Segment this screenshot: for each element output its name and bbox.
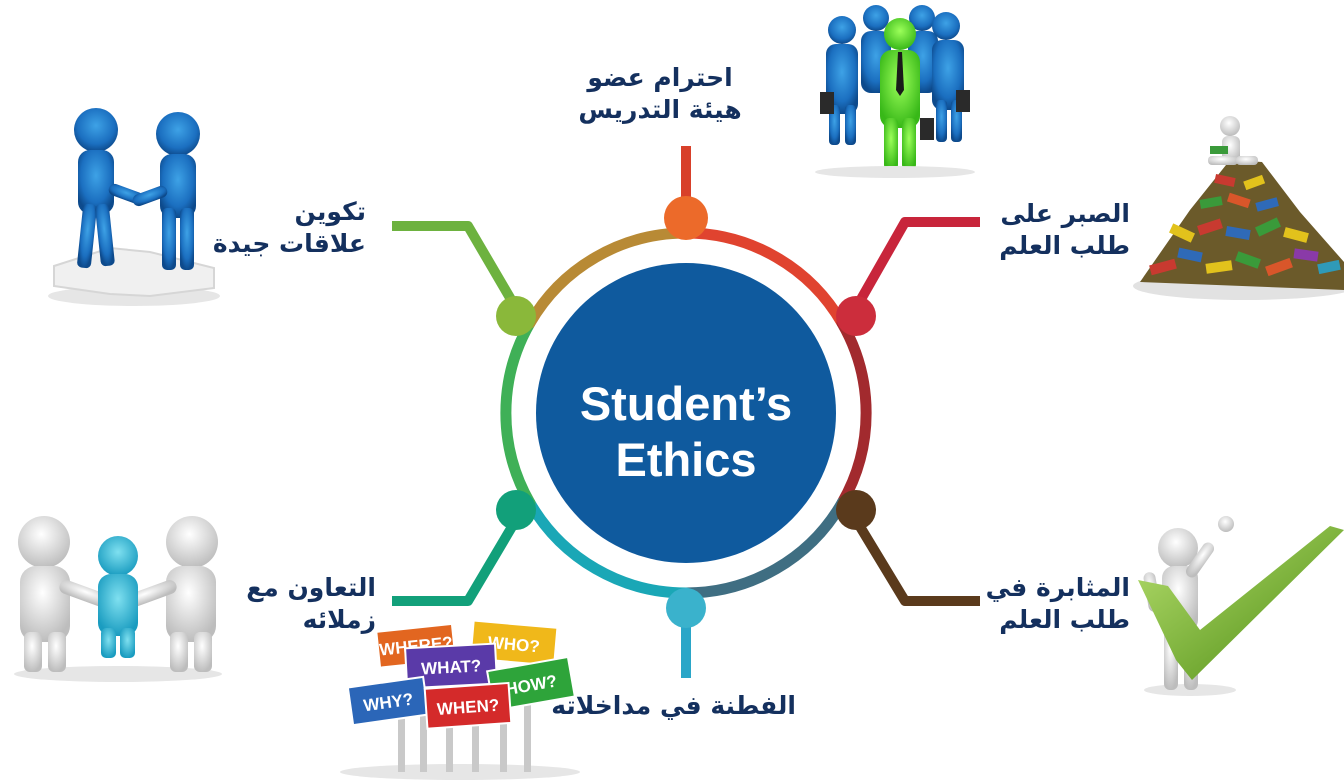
sign-when-text: WHEN? <box>436 696 500 719</box>
node-label-top-right: الصبر على طلب العلم <box>990 198 1130 262</box>
connector-bottom-right <box>851 517 980 606</box>
connector-top-left <box>392 221 521 311</box>
node-label-top-left-line-1: تكوين <box>294 197 366 226</box>
ring-arc-2 <box>836 317 872 509</box>
node-dots <box>496 196 876 628</box>
sign-who-text: WHO? <box>487 633 540 656</box>
ring-arc-6 <box>524 227 692 329</box>
ring-arc-5 <box>500 317 536 509</box>
checkmark-illustration <box>1138 516 1344 696</box>
node-label-top-right-line-1: الصبر على <box>1000 199 1130 228</box>
ring-arc-4 <box>524 497 692 599</box>
node-label-bottom-line-1: الفطنة في مداخلاته <box>551 691 796 720</box>
ring-arc-1 <box>680 227 848 329</box>
connector-top-right <box>851 217 980 311</box>
node-dot-top-right <box>836 296 876 336</box>
node-label-bottom: الفطنة في مداخلاته <box>551 690 796 722</box>
team-leader-illustration <box>815 5 975 178</box>
cooperation-illustration <box>14 516 222 682</box>
node-label-top-right-line-2: طلب العلم <box>999 231 1130 260</box>
handshake-illustration <box>48 108 220 306</box>
books-pile-illustration <box>1133 116 1344 300</box>
ring-arc-3 <box>680 497 848 599</box>
node-dot-top-left <box>496 296 536 336</box>
ring <box>500 227 872 599</box>
node-dot-bottom-left <box>496 490 536 530</box>
center-title-line-2: Ethics <box>615 433 757 486</box>
node-label-top-left-line-2: علاقات جيدة <box>212 229 366 258</box>
center-title: Student’s Ethics <box>536 312 836 552</box>
connector-bottom-left <box>392 517 521 606</box>
node-dot-top <box>664 196 708 240</box>
node-dot-bottom-right <box>836 490 876 530</box>
node-label-top: احترام عضو هيئة التدريس <box>560 62 760 126</box>
node-label-bottom-right: المثابرة في طلب العلم <box>985 572 1130 636</box>
node-dot-bottom <box>666 588 706 628</box>
node-label-bottom-left: التعاون مع زملائه <box>226 572 376 636</box>
question-signs-illustration: WHERE? WHO? WHAT? HOW? WHY? WHEN? <box>340 619 580 780</box>
node-label-top-left: تكوين علاقات جيدة <box>212 196 366 260</box>
node-label-top-line-1: احترام عضو <box>587 63 733 92</box>
node-label-bottom-left-line-1: التعاون مع <box>246 573 376 602</box>
sign-when <box>423 681 513 730</box>
node-label-top-line-2: هيئة التدريس <box>578 95 742 124</box>
node-label-bottom-right-line-2: طلب العلم <box>999 605 1130 634</box>
node-label-bottom-right-line-1: المثابرة في <box>985 573 1130 602</box>
sign-what-text: WHAT? <box>421 656 482 678</box>
center-title-line-1: Student’s <box>579 377 793 430</box>
center-circle <box>536 263 836 563</box>
node-label-bottom-left-line-2: زملائه <box>302 605 376 634</box>
